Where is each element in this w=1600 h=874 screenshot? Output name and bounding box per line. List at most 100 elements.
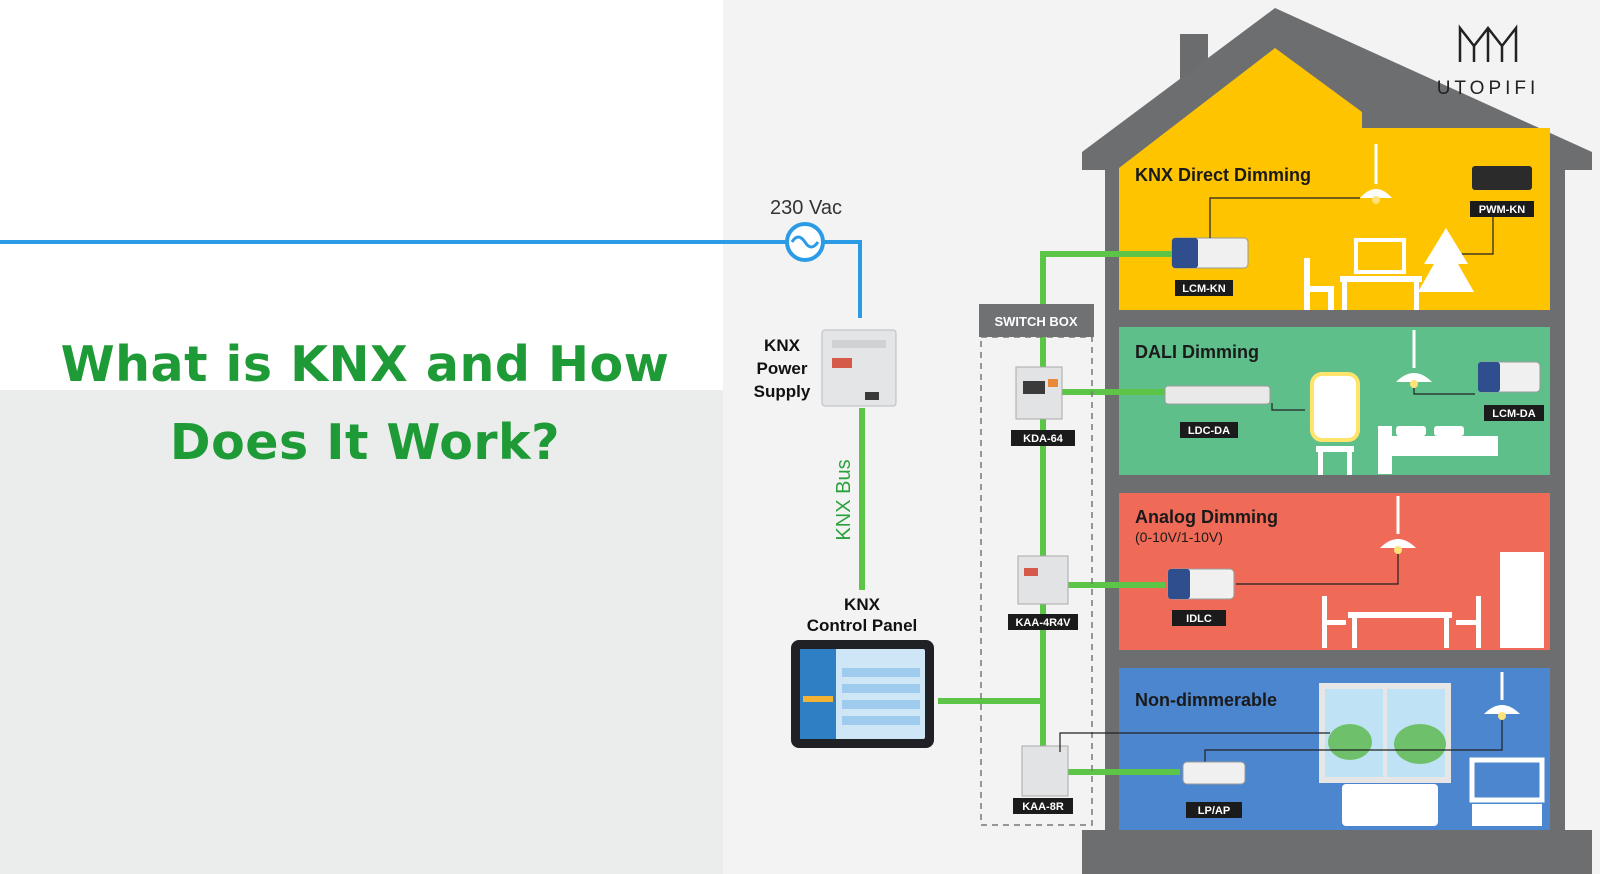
lp-ap-tag: [1186, 802, 1242, 818]
power-supply-connector: [865, 392, 879, 400]
window-tree-right: [1394, 724, 1446, 764]
fridge-icon: [1500, 552, 1544, 648]
kaa-8r-label: KAA-8R: [1022, 801, 1064, 813]
tablet-row-1: [842, 668, 920, 677]
floor-1-title: KNX Direct Dimming: [1135, 165, 1311, 185]
floor-1: KNX Direct Dimming LCM-KN PWM-KN: [1135, 144, 1534, 310]
kda-64-tag: [1011, 430, 1075, 446]
lcm-da-tag: [1484, 405, 1544, 421]
supply-label-3: Supply: [754, 382, 811, 401]
chair-right-seat: [1456, 620, 1480, 625]
floor-4-wire-lamp: [1204, 720, 1503, 765]
page-title: What is KNX and How Does It Work?: [20, 326, 710, 482]
floor-1-wire-tree: [1460, 217, 1494, 255]
sofa-icon: [1342, 784, 1438, 826]
desk-icon: [1340, 276, 1422, 282]
kaa-8r-tag: [1013, 798, 1073, 814]
idlc-cap: [1168, 569, 1190, 599]
utopifi-logo: UTOPIFI: [1437, 24, 1540, 99]
power-supply-badge: [832, 358, 852, 368]
lp-ap-label: LP/AP: [1198, 805, 1230, 817]
lcm-kn-cap: [1172, 238, 1198, 268]
ldc-da-tag: [1180, 422, 1238, 438]
floor-4-title: Non-dimmerable: [1135, 690, 1277, 710]
panel-label-2: Control Panel: [807, 616, 918, 635]
floor-4-bulb: [1498, 712, 1506, 720]
power-supply-terminals: [832, 340, 886, 348]
chair-icon: [1304, 258, 1310, 310]
brand-name: UTOPIFI: [1437, 78, 1540, 99]
monitor-icon: [1354, 238, 1406, 274]
bus-label: KNX Bus: [833, 459, 855, 540]
house-base: [1082, 830, 1592, 874]
switch-box-title: SWITCH BOX: [994, 314, 1077, 329]
voltage-label: 230 Vac: [770, 197, 842, 219]
pwm-kn-tag: [1470, 201, 1534, 217]
floor-4-wire-relay: [1059, 732, 1330, 752]
power-supply-icon: [821, 329, 897, 407]
floor-3: Analog Dimming (0-10V/1-10V) IDLC: [1135, 496, 1544, 648]
vanity-top: [1316, 446, 1354, 452]
kaa-4r4v-tag: [1008, 614, 1078, 630]
chair-seat: [1304, 286, 1334, 292]
table-icon: [1348, 612, 1452, 618]
ldc-da-label: LDC-DA: [1188, 425, 1230, 437]
bed-icon: [1378, 436, 1498, 456]
floor-3-bulb: [1394, 546, 1402, 554]
title-line-2: Does It Work?: [169, 414, 561, 471]
tablet-row-3: [842, 700, 920, 709]
switch-box-header: [979, 304, 1094, 337]
ldc-da-driver-icon: [1164, 385, 1271, 405]
lcm-kn-label: LCM-KN: [1182, 283, 1225, 295]
supply-label-1: KNX: [764, 336, 801, 355]
pwm-kn-label: PWM-KN: [1479, 204, 1525, 216]
supply-label-2: Power: [756, 359, 807, 378]
floor-2-bulb: [1410, 380, 1418, 388]
floor-3-subtitle: (0-10V/1-10V): [1135, 529, 1223, 545]
vanity-leg-left: [1318, 450, 1323, 475]
floor-2-wire-mirror: [1271, 403, 1305, 411]
power-line: 230 Vac: [0, 197, 862, 318]
tablet-row-4: [842, 716, 920, 725]
background-bottom: [0, 390, 723, 874]
kda-64-led: [1048, 379, 1058, 387]
lcm-kn-tag: [1175, 280, 1233, 296]
desk-leg-left: [1342, 280, 1347, 310]
lp-ap-driver-icon: [1182, 761, 1246, 785]
knx-control-panel: KNX Control Panel: [791, 595, 934, 748]
floor-2-lamp-icon: [1396, 373, 1432, 382]
title-line-1: What is KNX and How: [60, 336, 670, 393]
kaa-4r4v-label: KAA-4R4V: [1015, 617, 1071, 629]
floor-3-lamp-icon: [1380, 539, 1416, 548]
floor-3-title: Analog Dimming: [1135, 507, 1278, 527]
floor-1-lamp-icon: [1360, 189, 1392, 198]
panel-label-1: KNX: [844, 595, 881, 614]
vanity-leg-right: [1347, 450, 1352, 475]
table-leg-left: [1352, 616, 1357, 648]
window-tree-left: [1328, 724, 1372, 760]
tablet-sidebar: [800, 649, 836, 739]
pwm-kn-driver-icon: [1472, 166, 1532, 190]
tv-stand: [1472, 804, 1542, 826]
tablet-row-2: [842, 684, 920, 693]
table-leg-right: [1444, 616, 1449, 648]
floor-4: Non-dimmerable LP/AP: [1059, 672, 1545, 826]
floor-2-title: DALI Dimming: [1135, 342, 1259, 362]
floor-3-wire-lamp: [1236, 552, 1399, 585]
desk-leg-right: [1414, 280, 1419, 310]
floor-2: DALI Dimming LDC-DA LCM-DA: [1135, 330, 1544, 475]
chair-leg: [1328, 286, 1334, 310]
tree-icon: [1418, 228, 1474, 292]
kda-64-label: KDA-64: [1023, 433, 1064, 445]
kaa-4r4v-module-icon: [1017, 555, 1069, 605]
pillow-left: [1396, 426, 1426, 436]
mirror-icon: [1310, 372, 1360, 442]
lcm-da-cap: [1478, 362, 1500, 392]
pillow-right: [1434, 426, 1464, 436]
kaa-8r-module-icon: [1021, 745, 1069, 797]
bed-headboard: [1378, 426, 1392, 474]
idlc-label: IDLC: [1186, 613, 1212, 625]
lcm-da-label: LCM-DA: [1492, 408, 1535, 420]
floor-4-lamp-icon: [1484, 705, 1520, 714]
